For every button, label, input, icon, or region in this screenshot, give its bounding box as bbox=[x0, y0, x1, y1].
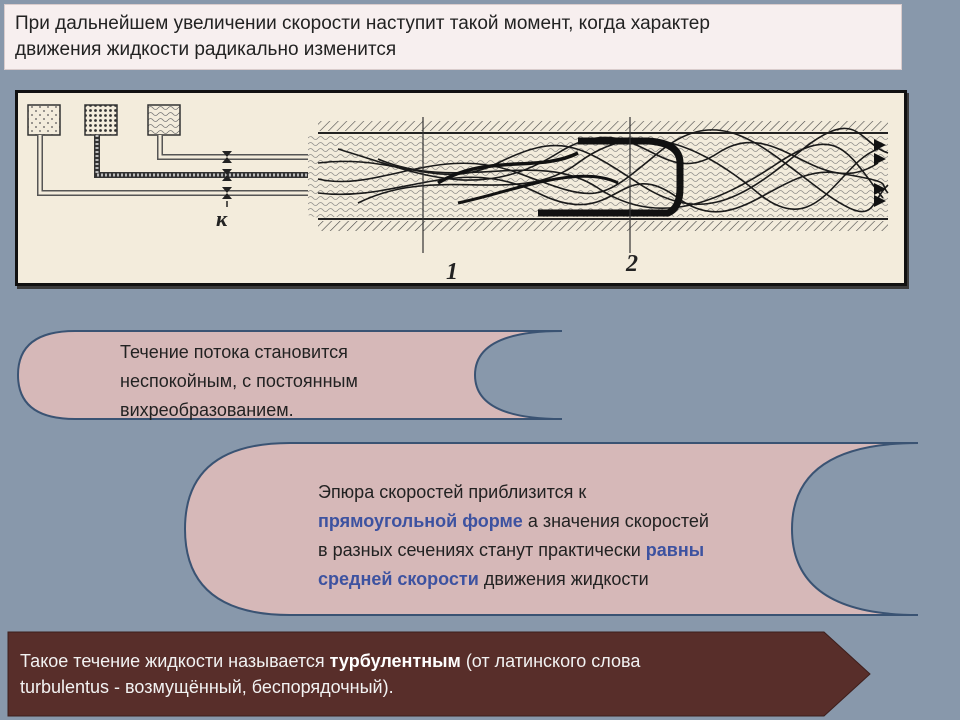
pipe-wall-bottom bbox=[318, 221, 888, 231]
reservoir-3 bbox=[147, 104, 181, 136]
callout-2-shape bbox=[183, 442, 919, 616]
callout-1-shape bbox=[16, 330, 563, 420]
term-turbulent: турбулентным bbox=[329, 651, 461, 671]
valve-symbols bbox=[222, 151, 232, 199]
title-line-2: движения жидкости радикально изменится bbox=[15, 39, 397, 60]
reservoir-2 bbox=[84, 104, 118, 136]
arrowheads bbox=[874, 139, 886, 207]
section-1-label: 1 bbox=[446, 259, 458, 283]
definition-text: Такое течение жидкости называется турбул… bbox=[20, 651, 641, 697]
section-2-label: 2 bbox=[625, 251, 638, 277]
callout-2-text: Эпюра скоростей приблизится к прямоуголь… bbox=[318, 482, 709, 589]
valve-label: к bbox=[216, 206, 228, 231]
title-line-1: При дальнейшем увеличении скорости насту… bbox=[15, 13, 710, 34]
title-box: При дальнейшем увеличении скорости насту… bbox=[4, 4, 902, 70]
definition-banner bbox=[7, 631, 871, 717]
highlight-rectangular-form: прямоугольной форме bbox=[318, 511, 523, 531]
turbulent-flow-figure: к bbox=[15, 90, 907, 286]
callout-1-text: Течение потока становится неспокойным, с… bbox=[120, 342, 358, 420]
highlight-mean-velocity: средней скорости bbox=[318, 569, 479, 589]
pipe-wall-top bbox=[318, 121, 888, 131]
flow-diagram: к bbox=[27, 104, 889, 283]
velocity-profile bbox=[538, 137, 684, 217]
reservoir-1 bbox=[27, 104, 61, 136]
highlight-equal: равны bbox=[645, 540, 705, 560]
